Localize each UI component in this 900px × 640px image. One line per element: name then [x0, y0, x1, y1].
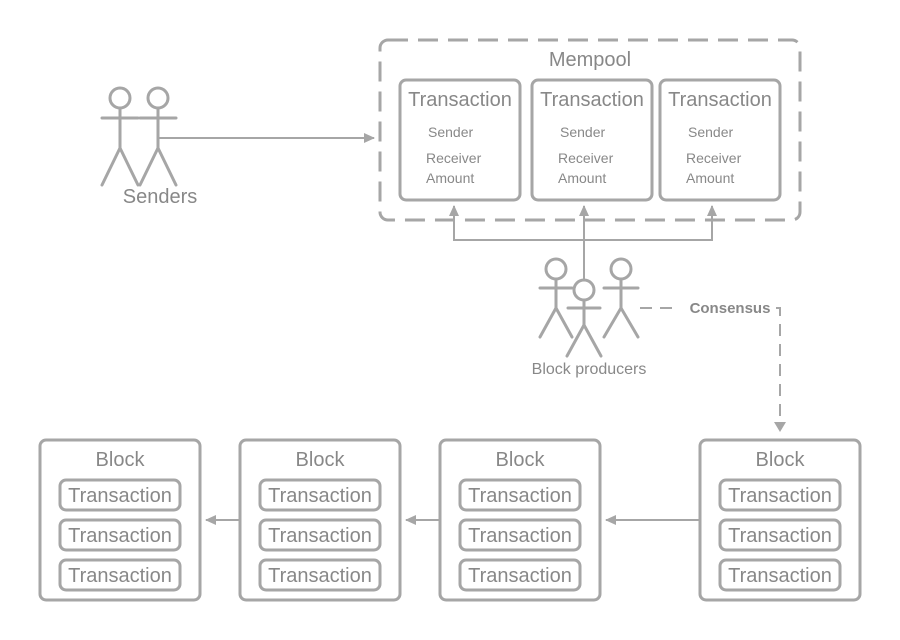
block: Block Transaction Transaction Transactio… — [238, 438, 402, 602]
block-title: Block — [496, 449, 546, 471]
block: Block Transaction Transaction Transactio… — [38, 438, 202, 602]
mempool: Mempool Transaction Sender Receiver Amou… — [378, 38, 802, 222]
senders-label: Senders — [123, 186, 198, 208]
block-transaction: Transaction — [68, 565, 172, 587]
block-transaction: Transaction — [728, 525, 832, 547]
block-transaction: Transaction — [468, 485, 572, 507]
receiver-field: Receiver — [426, 150, 482, 166]
transaction-title: Transaction — [408, 89, 512, 111]
block-transaction: Transaction — [268, 565, 372, 587]
block-transaction: Transaction — [728, 485, 832, 507]
receiver-field: Receiver — [558, 150, 614, 166]
transaction-title: Transaction — [540, 89, 644, 111]
block: Block Transaction Transaction Transactio… — [438, 438, 602, 602]
block-producers-icon — [538, 257, 640, 358]
receiver-field: Receiver — [686, 150, 742, 166]
amount-field: Amount — [558, 170, 606, 186]
transaction-title: Transaction — [668, 89, 772, 111]
sender-field: Sender — [428, 124, 473, 140]
block-producers-label: Block producers — [532, 361, 647, 378]
amount-field: Amount — [426, 170, 474, 186]
mempool-transaction: Transaction Sender Receiver Amount — [398, 78, 522, 202]
block-transaction: Transaction — [268, 485, 372, 507]
amount-field: Amount — [686, 170, 734, 186]
senders-icon — [100, 86, 178, 187]
block-transaction: Transaction — [728, 565, 832, 587]
block: Block Transaction Transaction Transactio… — [698, 438, 862, 602]
block-title: Block — [296, 449, 346, 471]
block-transaction: Transaction — [468, 525, 572, 547]
mempool-transaction: Transaction Sender Receiver Amount — [530, 78, 654, 202]
block-transaction: Transaction — [68, 525, 172, 547]
consensus-arrow — [640, 307, 786, 432]
block-title: Block — [96, 449, 146, 471]
block-transaction: Transaction — [268, 525, 372, 547]
mempool-label: Mempool — [549, 49, 631, 71]
consensus-label: Consensus — [690, 300, 771, 317]
block-transaction: Transaction — [68, 485, 172, 507]
producers-to-mempool-arrows — [449, 205, 717, 282]
block-transaction: Transaction — [468, 565, 572, 587]
sender-field: Sender — [688, 124, 733, 140]
sender-field: Sender — [560, 124, 605, 140]
mempool-transaction: Transaction Sender Receiver Amount — [658, 78, 782, 202]
block-title: Block — [756, 449, 806, 471]
